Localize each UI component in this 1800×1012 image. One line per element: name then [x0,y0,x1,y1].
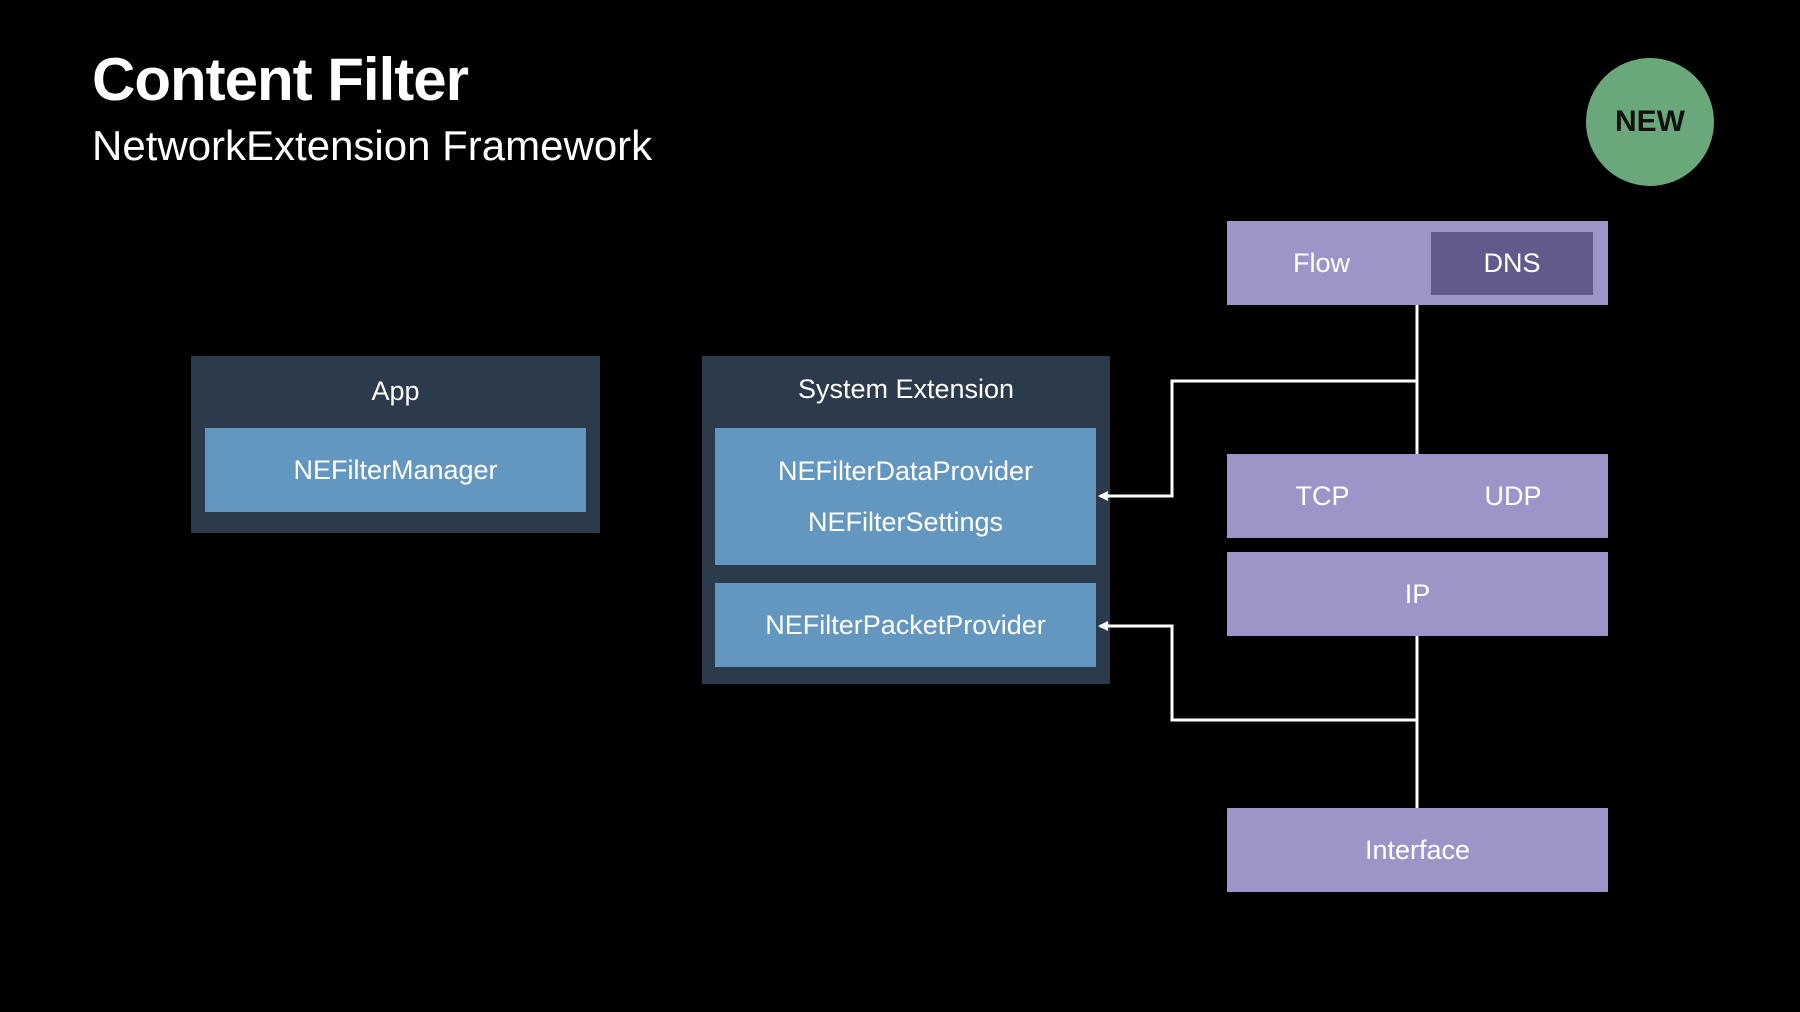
nefilterpacketprovider-label: NEFilterPacketProvider [765,609,1046,640]
dns-box: DNS [1431,232,1593,295]
ip-label: IP [1404,578,1431,609]
page-title: Content Filter [92,46,469,113]
interface-layer-box: Interface [1227,808,1608,892]
flow-layer-box: Flow DNS [1227,221,1608,305]
ip-to-packet-provider-arrow [1098,621,1417,722]
nefilterdataprovider-box: NEFilterDataProvider NEFilterSettings [715,428,1096,565]
nefiltersettings-label: NEFilterSettings [807,506,1004,537]
system-extension-label: System Extension [797,374,1015,404]
system-extension-panel: System Extension NEFilterDataProvider NE… [702,356,1110,684]
ip-layer-box: IP [1227,552,1608,636]
tcp-label: TCP [1295,481,1350,511]
flow-label: Flow [1292,248,1350,278]
new-badge: NEW [1586,58,1714,186]
transport-layer-box: TCP UDP [1227,454,1608,538]
nefiltermanager-label: NEFilterManager [293,454,498,485]
udp-label: UDP [1484,481,1542,511]
nefilterdataprovider-label: NEFilterDataProvider [777,455,1034,486]
interface-label: Interface [1364,834,1471,865]
app-panel: App NEFilterManager [191,356,600,533]
dns-label: DNS [1483,248,1541,278]
page-subtitle: NetworkExtension Framework [92,122,653,169]
nefiltermanager-box: NEFilterManager [205,428,586,512]
app-panel-label: App [371,376,420,406]
nefilterpacketprovider-box: NEFilterPacketProvider [715,583,1096,667]
flow-to-data-provider-arrow [1098,379,1417,501]
